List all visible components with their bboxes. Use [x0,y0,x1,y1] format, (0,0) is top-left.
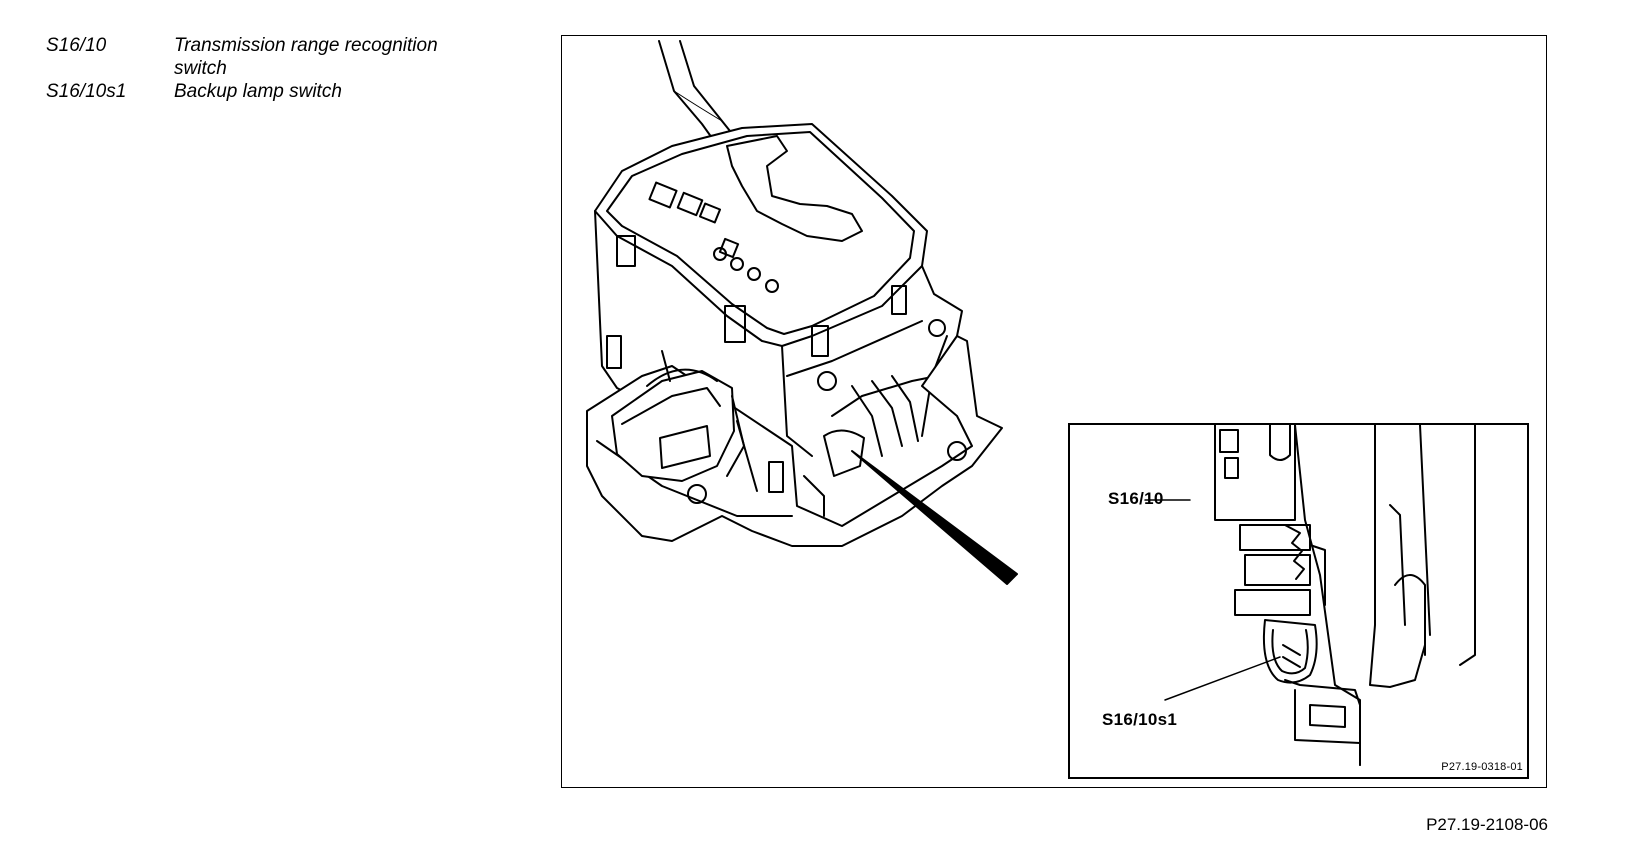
shifter-assembly-drawing [586,40,1018,585]
connector-area [768,429,865,517]
illustration-frame [561,35,1547,788]
legend-row: S16/10s1 Backup lamp switch [46,80,506,103]
legend-description: Transmission range recognition switch [174,35,438,79]
legend: S16/10 Transmission range recognition sw… [46,34,506,103]
legend-description: Backup lamp switch [174,81,342,102]
legend-row: S16/10 Transmission range recognition sw… [46,34,506,80]
detail-pointer [851,450,1018,585]
switch-detail-drawing [1144,425,1476,766]
legend-code: S16/10s1 [46,81,127,102]
shifter-body [594,210,963,457]
solenoid-block [611,350,758,492]
figure-reference: P27.19-2108-06 [1426,815,1548,834]
gate-housing [594,123,928,347]
detail-inset: S16/10 S16/10s1 P27.19-0318-01 [1068,423,1529,779]
inset-reference: P27.19-0318-01 [1441,761,1523,773]
legend-code: S16/10 [46,35,107,56]
callout-s16-10s1: S16/10s1 [1102,710,1178,729]
callout-s16-10: S16/10 [1108,489,1164,508]
